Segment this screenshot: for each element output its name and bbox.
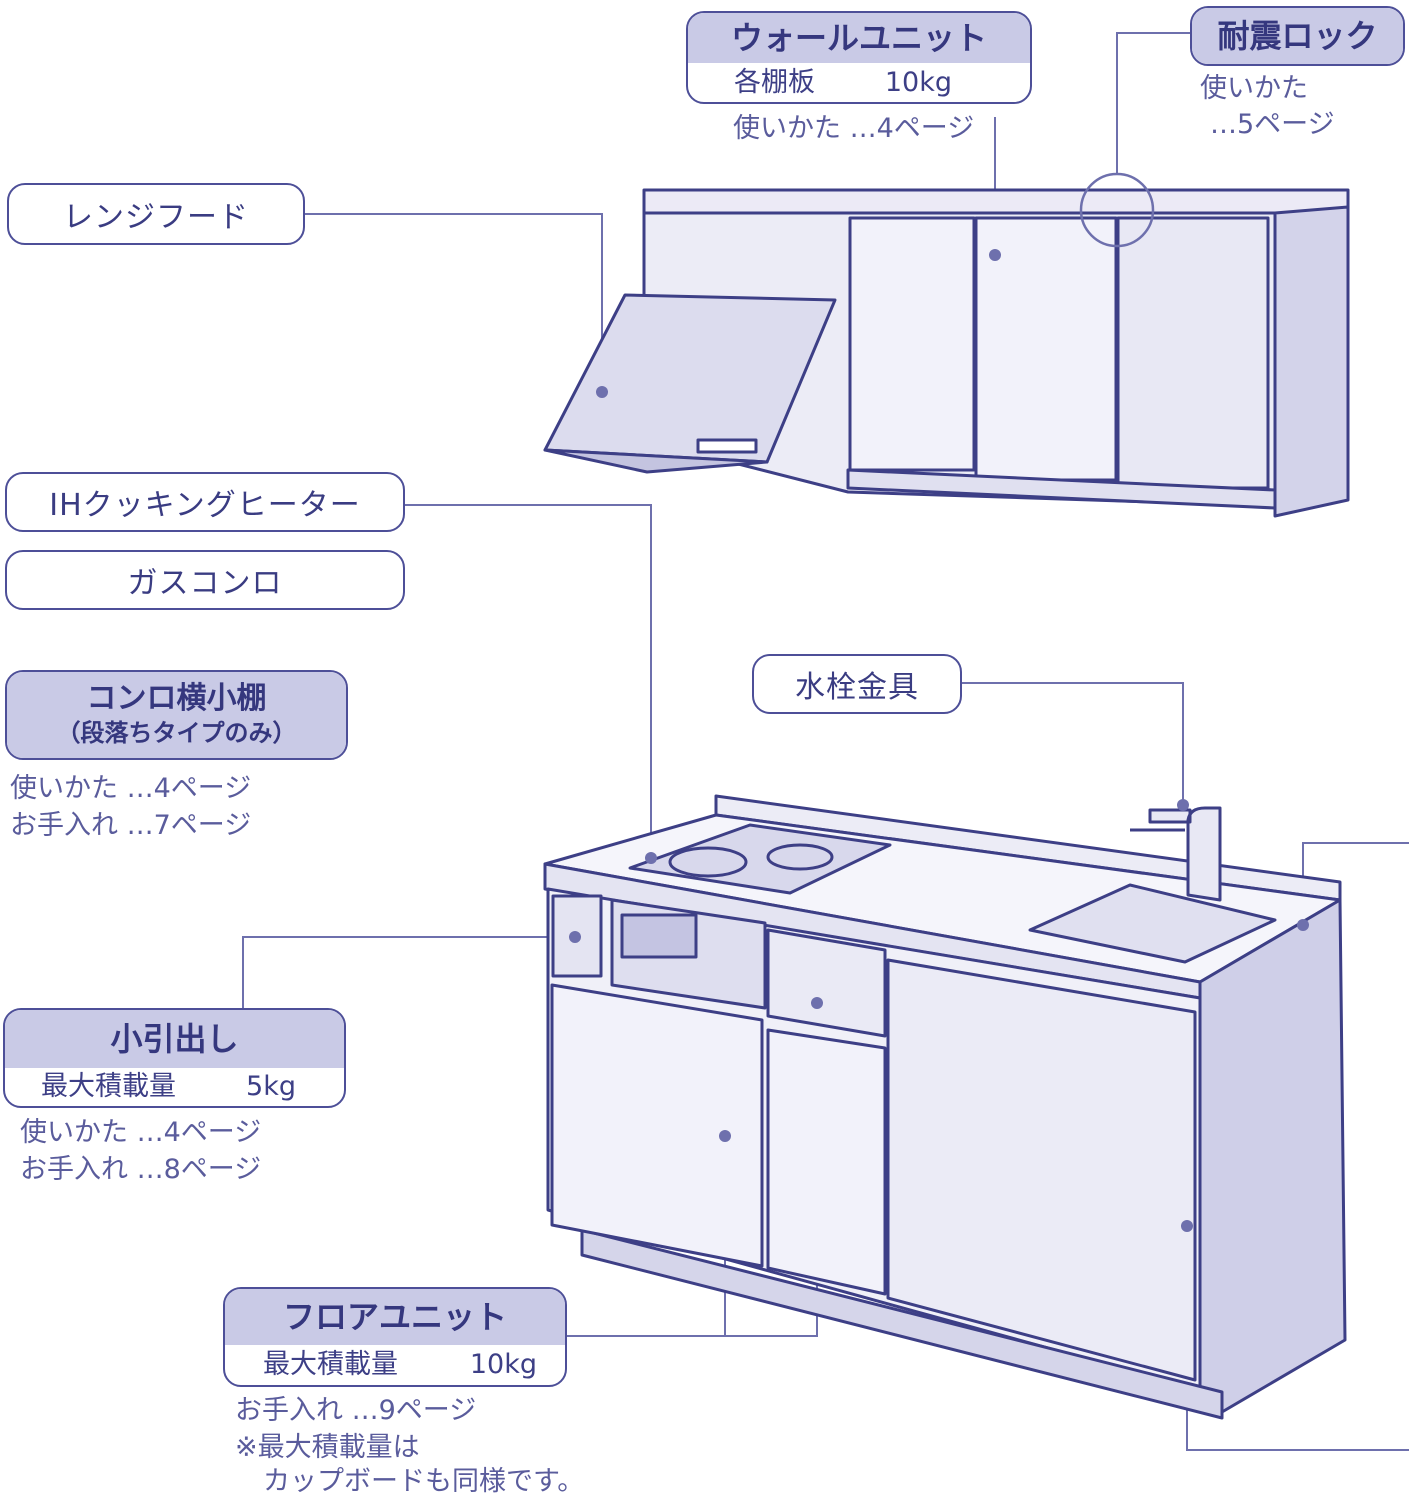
quake-lock-note-1: 使いかた	[1200, 73, 1308, 104]
small-drawer-spec-value: 5kg	[246, 1071, 296, 1102]
small-drawer-title: 小引出し	[5, 1010, 344, 1068]
small-drawer-note-1: 使いかた …4ページ	[20, 1117, 262, 1148]
wall-unit-base-strip	[846, 468, 1277, 510]
range-hood-bottom	[543, 448, 769, 474]
leader-side-shelf	[242, 936, 575, 1008]
faucet-dot	[1177, 799, 1189, 811]
range-hood-label: レンジフード	[7, 183, 305, 245]
side-shelf-dot	[569, 931, 581, 943]
wall-unit-label: ウォールユニット 各棚板 10kg	[686, 11, 1032, 104]
floor-unit-spec: 最大積載量 10kg	[225, 1345, 565, 1385]
right-door	[886, 958, 1197, 1382]
range-hood-dot	[596, 386, 608, 398]
small-drawer-spec-label: 最大積載量	[41, 1071, 176, 1102]
wall-unit-title: ウォールユニット	[688, 13, 1030, 63]
quake-lock-title: 耐震ロック	[1192, 8, 1403, 64]
floor-unit-title: フロアユニット	[225, 1289, 565, 1345]
faucet	[1130, 806, 1222, 902]
leader-quake-lock	[1116, 32, 1190, 175]
small-drawer-note-2: お手入れ …8ページ	[20, 1154, 262, 1185]
range-hood-illustration	[543, 293, 837, 474]
ih-heater-dot	[645, 852, 657, 864]
leader-lines	[242, 32, 1409, 1451]
wall-unit-spec: 各棚板 10kg	[688, 63, 1030, 102]
wall-door-2	[974, 216, 1118, 482]
floor-unit-label: フロアユニット 最大積載量 10kg	[223, 1287, 567, 1387]
small-drawer-spec: 最大積載量 5kg	[5, 1068, 344, 1106]
leader-faucet	[962, 682, 1184, 805]
floor-unit-spec-value: 10kg	[469, 1349, 537, 1380]
leader-ih-heater	[405, 504, 652, 858]
wall-door-3	[1116, 216, 1270, 490]
leader-range-hood	[305, 213, 603, 392]
floor-unit-illustration	[543, 794, 1347, 1420]
faucet-title: 水栓金具	[795, 670, 919, 705]
cabinet-plinth	[580, 1228, 1224, 1420]
left-door-dot	[719, 1130, 731, 1142]
left-door	[550, 983, 764, 1268]
range-hood-title: レンジフード	[63, 200, 249, 235]
drawer-dot	[811, 997, 823, 1009]
quake-lock-note-2: …5ページ	[1210, 109, 1335, 140]
ih-heater-label: IHクッキングヒーター	[5, 472, 405, 532]
gas-stove-label: ガスコンロ	[5, 550, 405, 610]
drawer-front	[766, 928, 887, 1038]
cabinet-side	[1198, 898, 1347, 1414]
wall-unit-illustration	[642, 172, 1350, 518]
stove-display	[620, 913, 698, 959]
right-door-dot	[1181, 1220, 1193, 1232]
burner-right	[766, 843, 834, 871]
sink	[1028, 883, 1277, 964]
wall-unit-spec-value: 10kg	[884, 67, 952, 98]
small-drawer-label: 小引出し 最大積載量 5kg	[3, 1008, 346, 1108]
sink-edge-dot	[1297, 919, 1309, 931]
quake-lock-marker	[1079, 172, 1155, 248]
gas-stove-title: ガスコンロ	[127, 566, 283, 601]
middle-door	[766, 1028, 887, 1296]
ih-heater-title: IHクッキングヒーター	[49, 488, 361, 523]
wall-door-knob	[989, 249, 1001, 261]
wall-unit-spec-label: 各棚板	[734, 67, 815, 98]
floor-unit-note-3: カップボードも同様です。	[263, 1466, 585, 1497]
floor-unit-spec-label: 最大積載量	[263, 1349, 398, 1380]
side-shelf-note-1: 使いかた …4ページ	[10, 773, 252, 804]
wall-unit-top	[642, 188, 1350, 215]
faucet-label: 水栓金具	[752, 654, 962, 714]
floor-unit-note-1: お手入れ …9ページ	[235, 1395, 477, 1426]
floor-unit-note-2: ※最大積載量は	[235, 1432, 420, 1463]
range-hood-vent	[696, 438, 758, 454]
wall-unit-note: 使いかた …4ページ	[733, 113, 975, 144]
quake-lock-label: 耐震ロック	[1190, 6, 1405, 66]
side-shelf-label: コンロ横小棚 （段落ちタイプのみ）	[5, 670, 348, 760]
side-shelf-title: コンロ横小棚	[86, 681, 267, 716]
wall-unit-side	[1273, 205, 1350, 518]
side-shelf-note-2: お手入れ …7ページ	[10, 810, 252, 841]
side-shelf-subtitle: （段落ちタイプのみ）	[56, 719, 297, 747]
burner-left	[668, 846, 748, 878]
wall-door-1	[848, 216, 976, 472]
